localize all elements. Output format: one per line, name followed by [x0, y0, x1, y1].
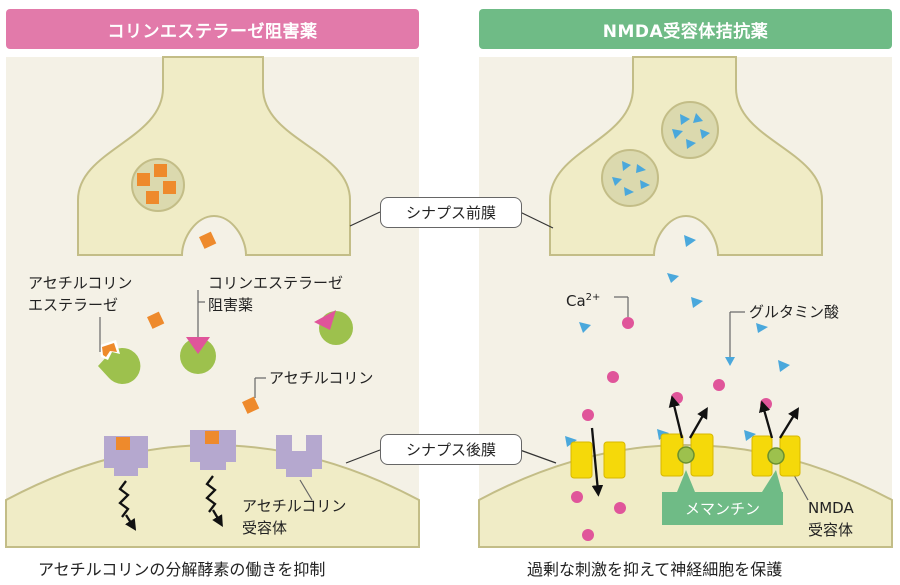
glutamate-molecule — [725, 357, 735, 366]
acetylcholinesterase-label-line2: エステラーゼ — [28, 296, 119, 314]
calcium-label: Ca2+ — [566, 288, 600, 311]
inhibitor-molecule — [314, 310, 336, 330]
inhibitor-molecule — [186, 337, 210, 354]
leader-line — [519, 449, 557, 464]
presynaptic-membrane-label: シナプス前膜 — [380, 197, 522, 228]
cholinesterase-inhibitor-label-line1: コリンエステラーゼ — [208, 274, 344, 292]
glutamate-particles — [565, 273, 790, 447]
ach-receptor-2 — [190, 430, 236, 527]
glutamate-molecule — [624, 187, 634, 196]
acetylcholine-molecule — [116, 437, 130, 450]
acetylcholinesterase-label-line1: アセチルコリン — [28, 274, 133, 292]
ach-receptor-label-line1: アセチルコリン — [242, 497, 347, 515]
cholinesterase-inhibitor-label-line2: 阻害薬 — [208, 296, 254, 314]
right-vesicle-upper — [661, 101, 719, 159]
memantine-pointer — [677, 470, 695, 492]
acetylcholine-label: アセチルコリン — [269, 369, 374, 387]
memantine-molecule — [767, 447, 785, 465]
leader-line — [345, 449, 381, 464]
leader-line — [349, 211, 381, 227]
glutamate-molecule — [612, 177, 622, 186]
acetylcholine-molecule — [199, 231, 217, 249]
leader-line — [519, 211, 554, 229]
memantine-pointer — [762, 470, 782, 492]
glutamate-molecule — [686, 139, 696, 149]
acetylcholine-molecule — [242, 396, 260, 414]
glutamate-molecule — [622, 161, 631, 171]
nmda-receptor-label-line2: 受容体 — [808, 521, 854, 539]
ach-receptor-3-empty — [276, 435, 322, 477]
glutamate-molecule — [636, 164, 646, 173]
leader-line — [299, 479, 313, 501]
ach-receptor-1 — [104, 436, 148, 531]
acetylcholine-molecule — [163, 181, 176, 194]
right-vesicle-lower — [601, 149, 659, 207]
nmda-receptor-1 — [570, 427, 626, 497]
esterase-blocked-by-inhibitor — [180, 337, 216, 374]
acetylcholine-molecule — [147, 311, 165, 329]
memantine-molecule — [677, 446, 695, 464]
glutamate-molecule — [684, 235, 696, 247]
glutamate-molecule — [672, 129, 683, 139]
caption-right: 過剰な刺激を抑えて神経細胞を保護 — [527, 560, 783, 579]
left-postsynaptic-cell — [5, 444, 420, 548]
acetylcholine-molecule — [154, 164, 167, 177]
nmda-receptor-3 — [751, 400, 801, 477]
glutamate-label: グルタミン酸 — [749, 303, 840, 321]
left-vesicle — [131, 158, 185, 212]
nmda-receptor-2 — [660, 395, 714, 477]
calcium-label-superscript: 2+ — [585, 292, 601, 303]
glutamate-molecule — [640, 180, 650, 189]
header-nmda-antagonist: NMDA受容体拮抗薬 — [479, 9, 892, 49]
nmda-receptor-label-line1: NMDA — [808, 499, 854, 517]
postsynaptic-membrane-label: シナプス後膜 — [380, 434, 522, 465]
ach-receptor-label-line2: 受容体 — [242, 519, 288, 537]
glutamate-molecule — [700, 129, 710, 139]
acetylcholinesterase-enzyme — [98, 340, 141, 385]
memantine-label: メマンチン — [662, 492, 783, 525]
acetylcholine-molecule — [205, 431, 219, 444]
glutamate-molecule — [693, 113, 703, 123]
glutamate-molecule — [680, 114, 690, 125]
esterase-with-inhibitor-free — [314, 310, 353, 345]
caption-left: アセチルコリンの分解酵素の働きを抑制 — [38, 560, 326, 579]
acetylcholine-molecule — [137, 173, 150, 186]
calcium-label-base: Ca — [566, 292, 586, 310]
header-cholinesterase-inhibitor: コリンエステラーゼ阻害薬 — [6, 9, 419, 49]
acetylcholine-molecule — [146, 191, 159, 204]
